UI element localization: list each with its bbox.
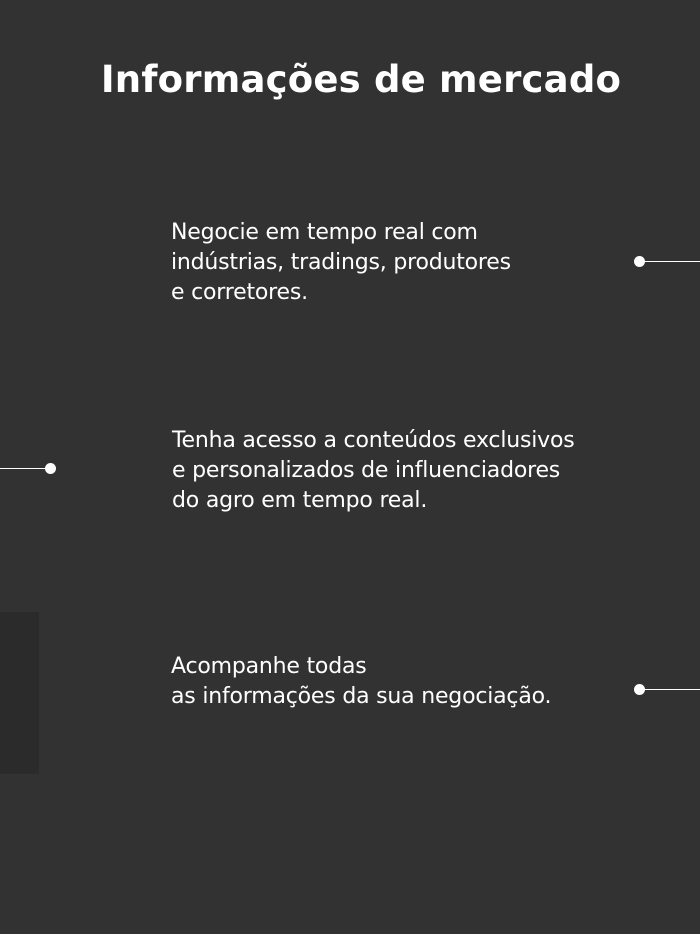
connector-line <box>640 261 700 262</box>
feature-text-line: Acompanhe todas <box>171 654 367 679</box>
feature-text-line: do agro em tempo real. <box>172 488 428 513</box>
feature-negotiation-tracking: Acompanhe todas as informações da sua ne… <box>171 652 641 712</box>
connector-line <box>640 689 700 690</box>
feature-text-line: e corretores. <box>171 280 308 305</box>
timeline-connector-left <box>0 463 57 475</box>
feature-text-line: e personalizados de influenciadores <box>172 458 561 483</box>
connector-dot-icon <box>634 684 645 695</box>
connector-line <box>0 468 48 469</box>
feature-text-line: indústrias, tradings, produtores <box>171 250 511 275</box>
feature-text-line: Tenha acesso a conteúdos exclusivos <box>172 428 575 453</box>
connector-dot-icon <box>634 256 645 267</box>
timeline-connector-right <box>634 256 700 268</box>
page-title: Informações de mercado <box>100 58 622 101</box>
feature-realtime-trading: Negocie em tempo real com indústrias, tr… <box>171 218 641 308</box>
feature-text-line: Negocie em tempo real com <box>171 220 478 245</box>
feature-exclusive-content: Tenha acesso a conteúdos exclusivos e pe… <box>172 426 642 516</box>
feature-text-line: as informações da sua negociação. <box>171 684 552 709</box>
timeline-connector-right <box>634 684 700 696</box>
side-panel-edge <box>0 612 39 774</box>
connector-dot-icon <box>45 463 56 474</box>
